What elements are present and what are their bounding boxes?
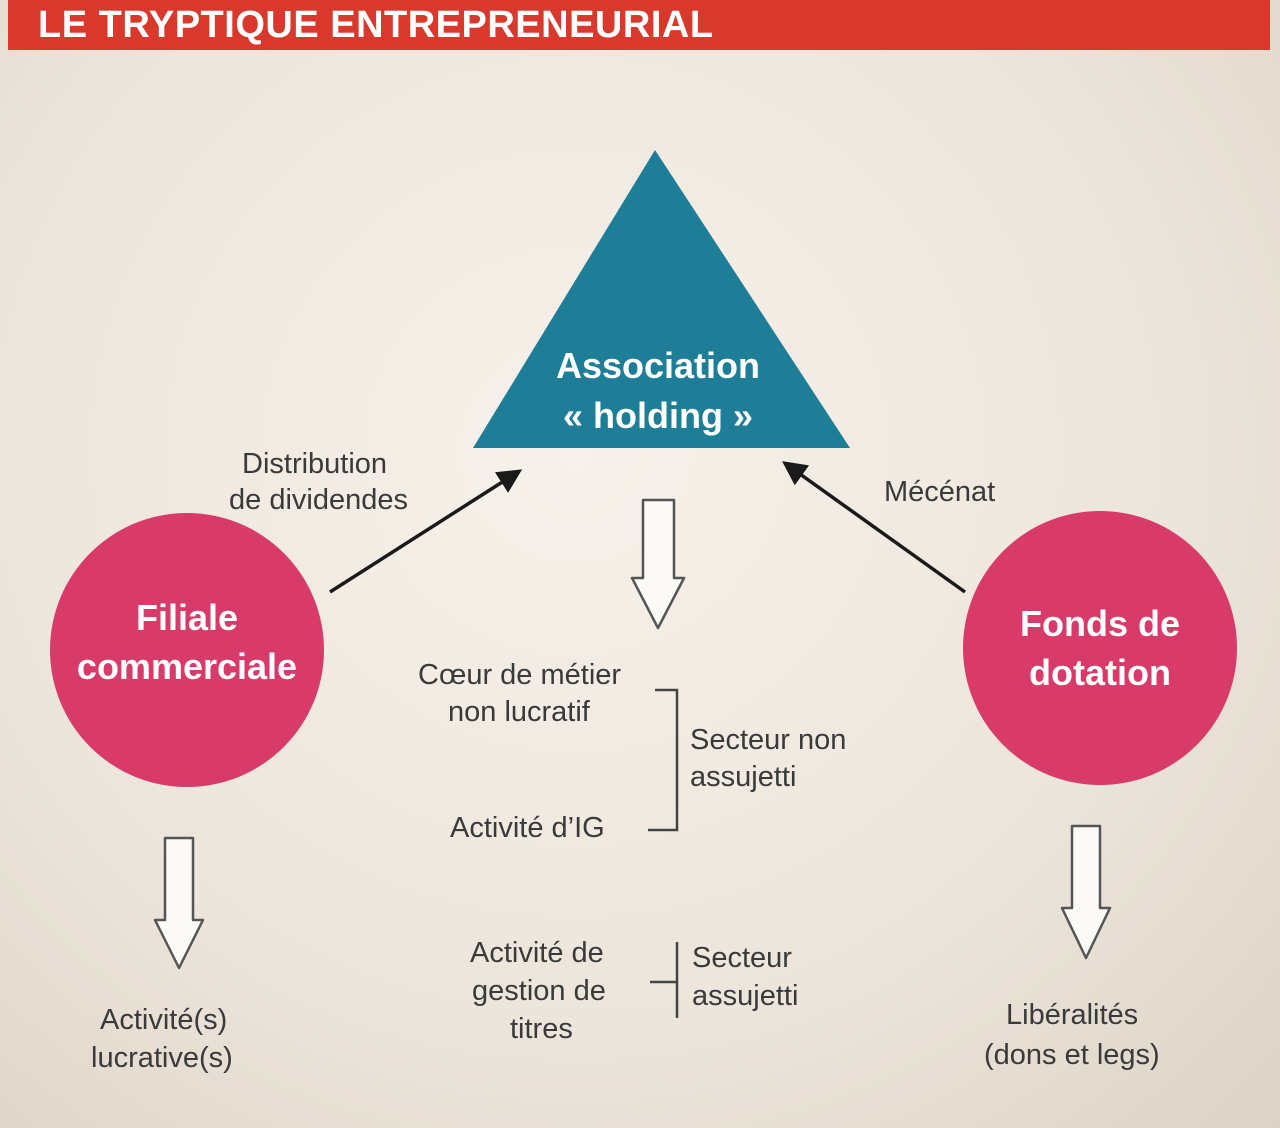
gestion-titres-line2: gestion de: [472, 975, 606, 1007]
right-down-arrow: [1060, 824, 1112, 960]
filiale-label-line2: commerciale: [76, 646, 298, 687]
holding-label-line2: « holding »: [562, 395, 753, 436]
fonds-circle: [963, 511, 1237, 785]
gestion-titres-line3: titres: [510, 1013, 573, 1045]
holding-triangle: [473, 150, 850, 448]
mecenat-arrow: [782, 461, 967, 594]
activite-ig: Activité d’IG: [450, 812, 605, 844]
gestion-titres-line1: Activité de: [470, 937, 604, 969]
coeur-metier-line2: non lucratif: [448, 696, 590, 728]
dividendes-label-line2: de dividendes: [229, 484, 408, 516]
fonds-label-line1: Fonds de: [1020, 603, 1180, 644]
filiale-circle: [50, 513, 324, 787]
title-bar: [8, 0, 1270, 50]
dividendes-arrow: [329, 469, 523, 594]
upper-bracket: [648, 688, 679, 832]
coeur-metier-line1: Cœur de métier: [418, 659, 622, 691]
dividendes-label-line1: Distribution: [242, 448, 388, 480]
filiale-label-line1: Filiale: [135, 597, 239, 638]
holding-label-line1: Association: [555, 345, 761, 386]
center-down-arrow: [630, 498, 686, 630]
activites-lucratives-line1: Activité(s): [100, 1004, 228, 1036]
secteur-non-assujetti-line2: assujetti: [690, 761, 797, 793]
mecenat-label: Mécénat: [884, 476, 996, 508]
left-down-arrow: [153, 836, 205, 970]
secteur-assujetti-line2: assujetti: [692, 980, 799, 1012]
secteur-non-assujetti-line1: Secteur non: [690, 724, 847, 756]
fonds-label-line2: dotation: [1029, 652, 1171, 693]
secteur-assujetti-line1: Secteur: [692, 942, 792, 974]
activites-lucratives-line2: lucrative(s): [91, 1042, 233, 1074]
page-title: LE TRYPTIQUE ENTREPRENEURIAL: [38, 4, 714, 46]
liberalites-line2: (dons et legs): [984, 1039, 1160, 1071]
liberalites-line1: Libéralités: [1006, 999, 1139, 1031]
